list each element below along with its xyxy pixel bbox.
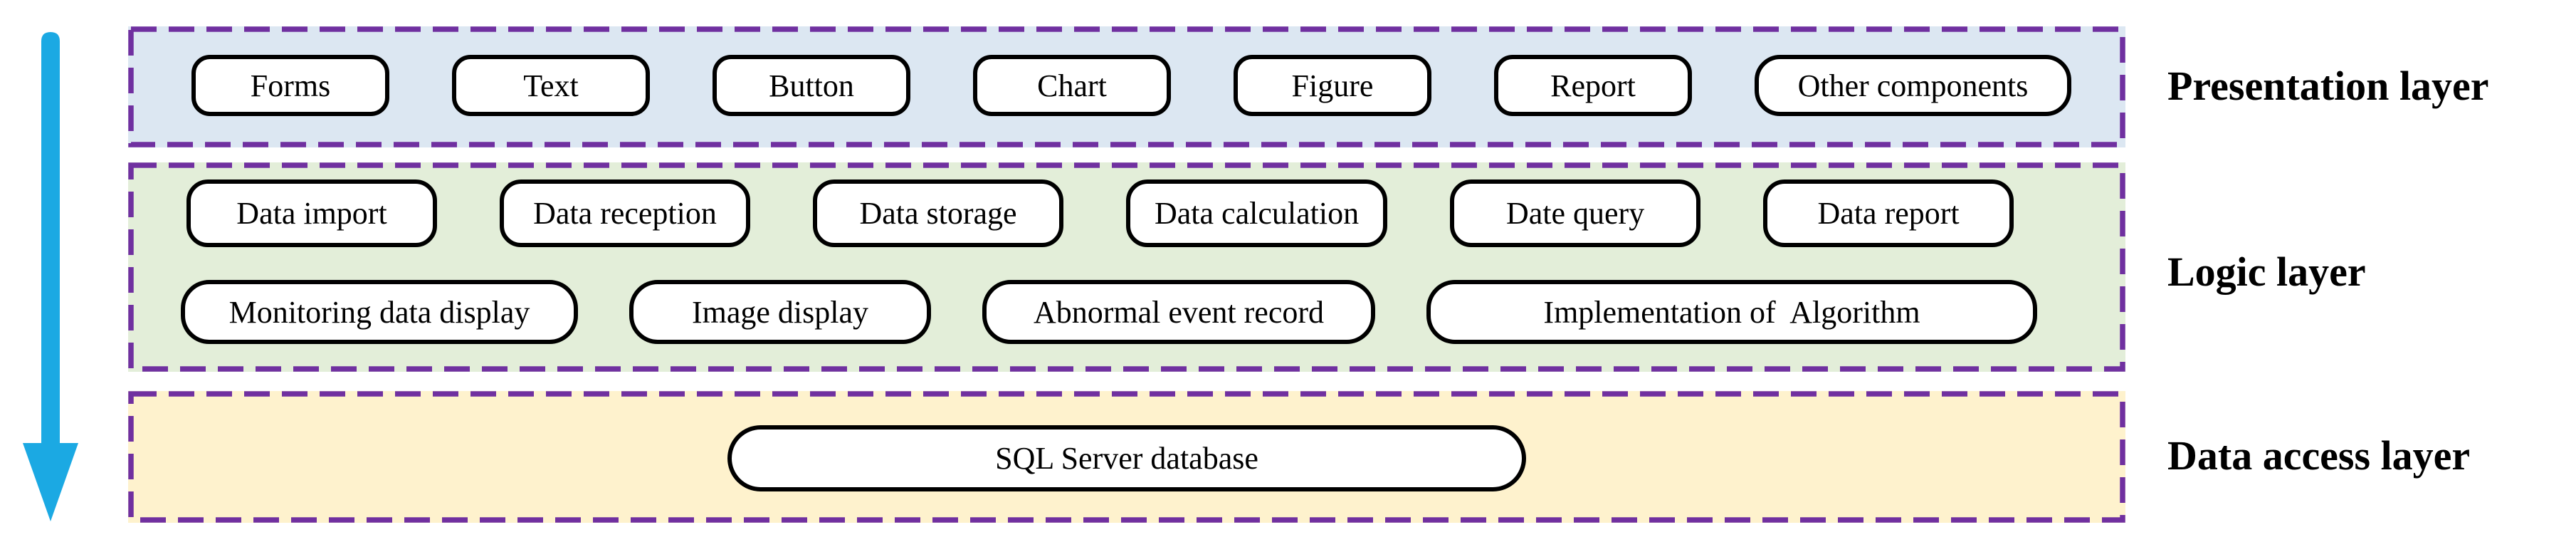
data-access-layer-label: Data access layer [2167, 432, 2471, 479]
database-row: SQL Server database [727, 425, 1526, 491]
logic-layer: Data import Data reception Data storage Dat… [128, 162, 2125, 372]
down-arrow-icon [23, 32, 78, 521]
logic-layer-label: Logic layer [2167, 249, 2366, 295]
component-box: Image display [629, 280, 931, 344]
component-box: Abnormal event record [982, 280, 1375, 344]
logic-components-row-1: Data import Data reception Data storage Dat… [186, 179, 2014, 247]
component-box: Figure [1234, 55, 1431, 116]
component-box: Data storage [813, 179, 1063, 247]
component-box: Text [452, 55, 650, 116]
component-box: Data report [1763, 179, 2014, 247]
component-box: Chart [973, 55, 1171, 116]
component-box: Data import [186, 179, 437, 247]
component-box: Other components [1755, 55, 2071, 116]
component-box: Data calculation [1126, 179, 1388, 247]
component-box: Report [1494, 55, 1692, 116]
logic-components-row-2: Monitoring data display Image display Abno… [181, 280, 2037, 344]
presentation-layer-label: Presentation layer [2167, 63, 2489, 109]
presentation-layer: Forms Text Button Chart Figure Report Other co… [128, 26, 2125, 147]
component-box: Implementation of Algorithm [1426, 280, 2037, 344]
presentation-components-row: Forms Text Button Chart Figure Report Other co… [191, 55, 2071, 116]
data-access-layer: SQL Server database [128, 391, 2125, 523]
component-box: Monitoring data display [181, 280, 578, 344]
component-box: Button [713, 55, 910, 116]
component-box: Forms [191, 55, 389, 116]
component-box: Data reception [500, 179, 750, 247]
component-box: Date query [1450, 179, 1701, 247]
component-box: SQL Server database [727, 425, 1526, 491]
